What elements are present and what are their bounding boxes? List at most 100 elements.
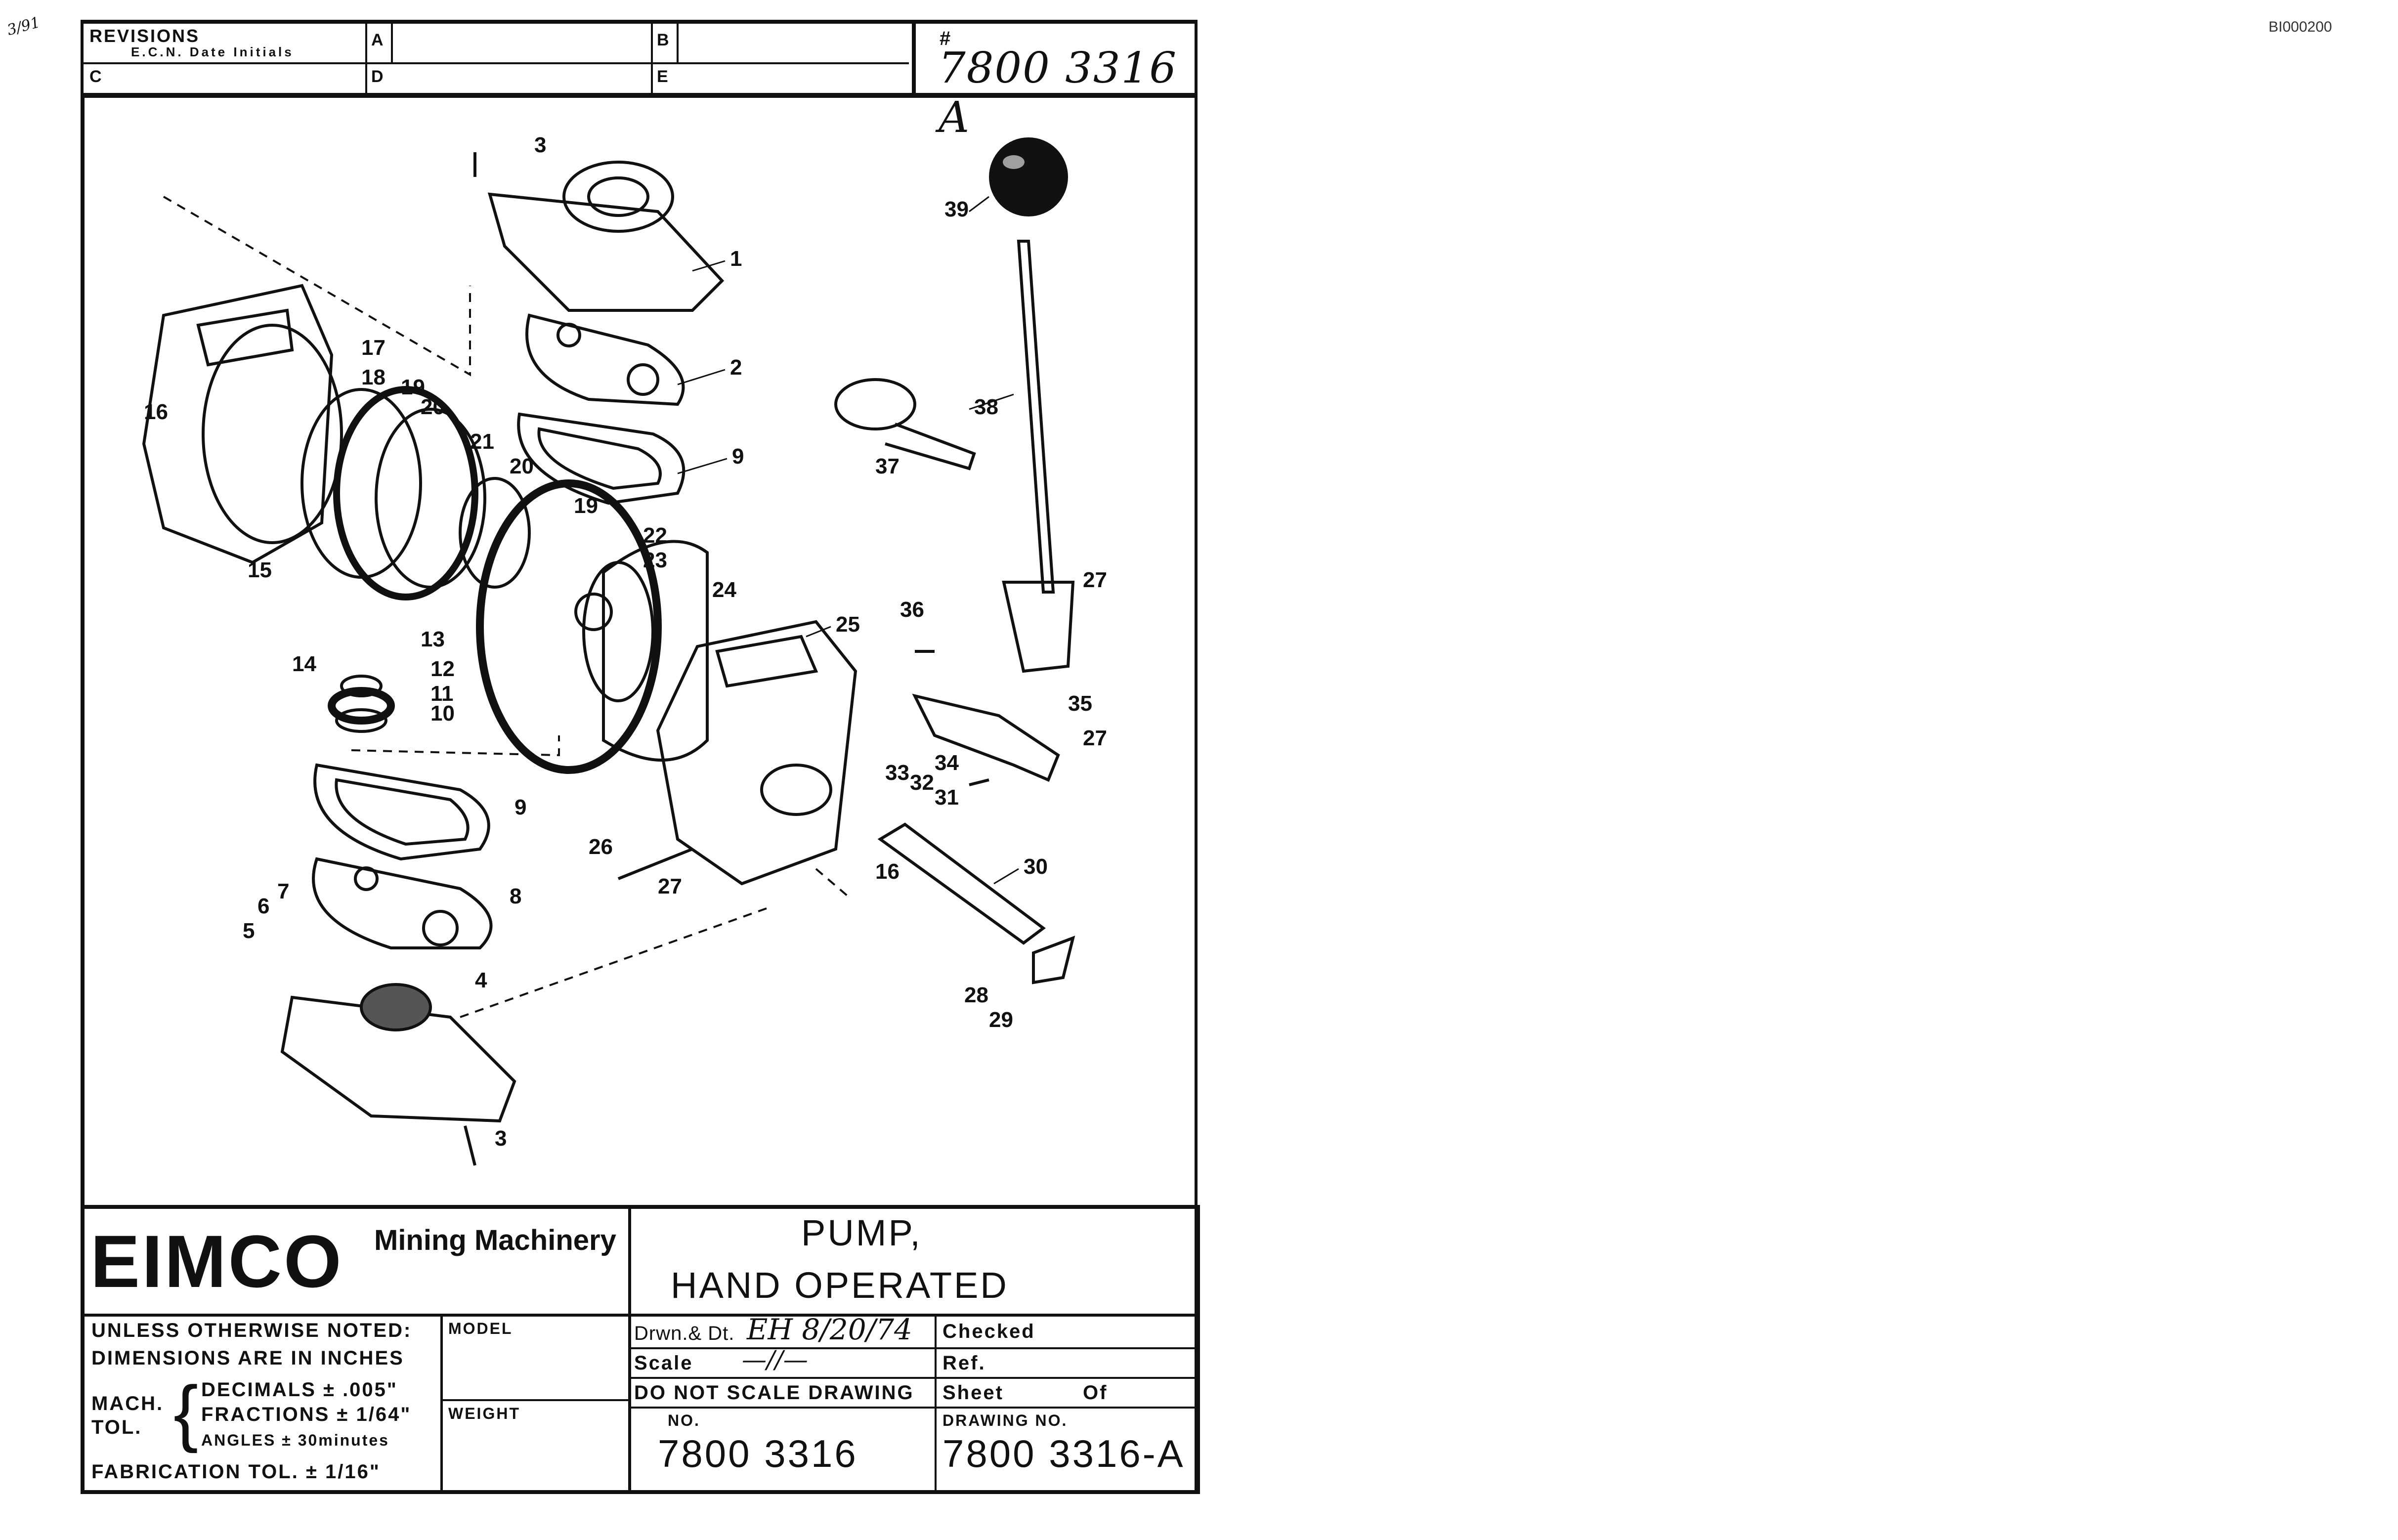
drawing-number-handwritten: 7800 3316 A <box>939 43 1178 142</box>
brace-icon: { <box>173 1370 199 1454</box>
tolerance-angles: ANGLES ± 30minutes <box>201 1431 389 1449</box>
revisions-block: REVISIONS E.C.N. Date Initials A B C D E… <box>81 20 1198 142</box>
title-block-divider <box>628 1377 1196 1379</box>
cylinder <box>602 540 709 762</box>
callout-34: 34 <box>935 751 959 775</box>
callout-19: 19 <box>401 375 425 399</box>
document-id: BI000200 <box>2269 19 2332 35</box>
handle-bracket <box>1002 581 1075 673</box>
callout-39: 39 <box>944 197 969 221</box>
callout-5: 5 <box>243 919 255 943</box>
scale-value: —//— <box>742 1345 808 1374</box>
callout-28: 28 <box>964 983 988 1007</box>
revisions-title: REVISIONS <box>89 26 200 46</box>
sheet-label: Sheet <box>942 1382 1004 1404</box>
callout-15: 15 <box>248 558 272 582</box>
number-value: 7800 3316 <box>658 1432 858 1475</box>
callout-6: 6 <box>257 894 269 918</box>
drawing-title-line2: HAND OPERATED <box>671 1265 1009 1306</box>
revision-cell-b: B <box>657 31 669 49</box>
revisions-col-divider <box>912 24 916 93</box>
title-block-divider <box>440 1399 628 1401</box>
callout-27-upper: 27 <box>1083 568 1107 592</box>
tolerance-fractions: FRACTIONS ± 1/64" <box>201 1404 412 1425</box>
handle-rod <box>1017 240 1055 594</box>
plate-28 <box>1032 936 1075 984</box>
callout-36: 36 <box>900 598 924 622</box>
callout-2: 2 <box>730 355 742 380</box>
callout-11: 11 <box>430 682 454 706</box>
plate-2 <box>525 313 685 406</box>
mach-tol-label: MACH. TOL. <box>91 1393 164 1438</box>
division-name: Mining Machinery <box>374 1224 616 1256</box>
number-label: NO. <box>668 1412 700 1429</box>
drawing-hash-mark: # <box>940 28 951 49</box>
callout-7: 7 <box>277 879 289 903</box>
callout-20-lower: 20 <box>510 454 534 478</box>
callout-4: 4 <box>475 968 487 992</box>
large-seal-ring <box>476 479 662 774</box>
link-35 <box>912 693 1060 782</box>
bottom-cover <box>280 995 516 1123</box>
callout-13: 13 <box>421 627 445 651</box>
callout-27: 27 <box>658 874 682 898</box>
fabrication-tolerance: FABRICATION TOL. ± 1/16" <box>91 1461 381 1483</box>
revision-cell-d: D <box>371 67 384 86</box>
callout-23: 23 <box>643 548 667 572</box>
seal-ring <box>333 386 478 600</box>
shaft-30 <box>877 822 1046 945</box>
callout-22: 22 <box>643 523 667 548</box>
exploded-view-drawing: 1 2 3 3 4 5 6 7 8 9 9 10 11 12 13 14 15 … <box>142 133 1107 1166</box>
checked-label: Checked <box>942 1321 1035 1342</box>
notes-line2: DIMENSIONS ARE IN INCHES <box>91 1347 404 1369</box>
revisions-col-divider <box>391 24 393 62</box>
callout-12: 12 <box>430 657 455 681</box>
drawn-value: EH 8/20/74 <box>747 1313 912 1346</box>
callout-18: 18 <box>361 365 385 389</box>
callout-14: 14 <box>292 652 316 676</box>
callout-9-lower: 9 <box>514 795 526 819</box>
title-block-divider <box>628 1407 1196 1409</box>
callout-3-bottom: 3 <box>495 1126 507 1151</box>
drawn-label: Drwn.& Dt. <box>634 1323 735 1344</box>
company-logo: EIMCO <box>90 1220 343 1303</box>
model-label: MODEL <box>448 1320 513 1337</box>
title-block-divider <box>85 1314 1196 1317</box>
callout-32: 32 <box>910 770 934 795</box>
drawing-title-line1: PUMP, <box>801 1212 922 1253</box>
callout-8: 8 <box>510 884 521 908</box>
callout-29: 29 <box>989 1008 1013 1032</box>
callout-33: 33 <box>885 761 909 785</box>
revision-cell-a: A <box>371 31 384 49</box>
tolerance-decimals: DECIMALS ± .005" <box>201 1379 398 1401</box>
revision-cell-e: E <box>657 67 668 86</box>
revisions-col-divider <box>651 24 653 93</box>
callout-24: 24 <box>712 578 736 602</box>
do-not-scale-note: DO NOT SCALE DRAWING <box>634 1382 914 1404</box>
title-block-divider <box>628 1347 1196 1349</box>
pump-body <box>656 620 857 886</box>
title-block-divider <box>440 1314 443 1490</box>
drawing-no-value: 7800 3316-A <box>942 1432 1185 1475</box>
callout-19-lower: 19 <box>574 494 598 518</box>
callout-30: 30 <box>1024 855 1048 879</box>
handle-knob <box>989 137 1068 216</box>
callout-21: 21 <box>470 429 494 454</box>
ref-label: Ref. <box>942 1352 986 1374</box>
revision-cell-c: C <box>89 67 102 86</box>
callout-16-right: 16 <box>875 859 899 884</box>
part-11 <box>328 687 395 725</box>
top-cover-port <box>562 161 674 233</box>
link-37 <box>834 378 916 430</box>
callout-1: 1 <box>730 247 742 271</box>
part-10 <box>335 708 387 733</box>
callout-16: 16 <box>144 400 168 424</box>
top-cover <box>487 192 725 312</box>
revisions-col-divider <box>677 24 679 62</box>
title-block-divider <box>628 1209 631 1490</box>
callout-10: 10 <box>430 701 455 726</box>
of-label: Of <box>1083 1382 1108 1404</box>
callout-17: 17 <box>361 336 385 360</box>
left-housing-window <box>196 308 294 367</box>
callout-25: 25 <box>836 612 860 637</box>
